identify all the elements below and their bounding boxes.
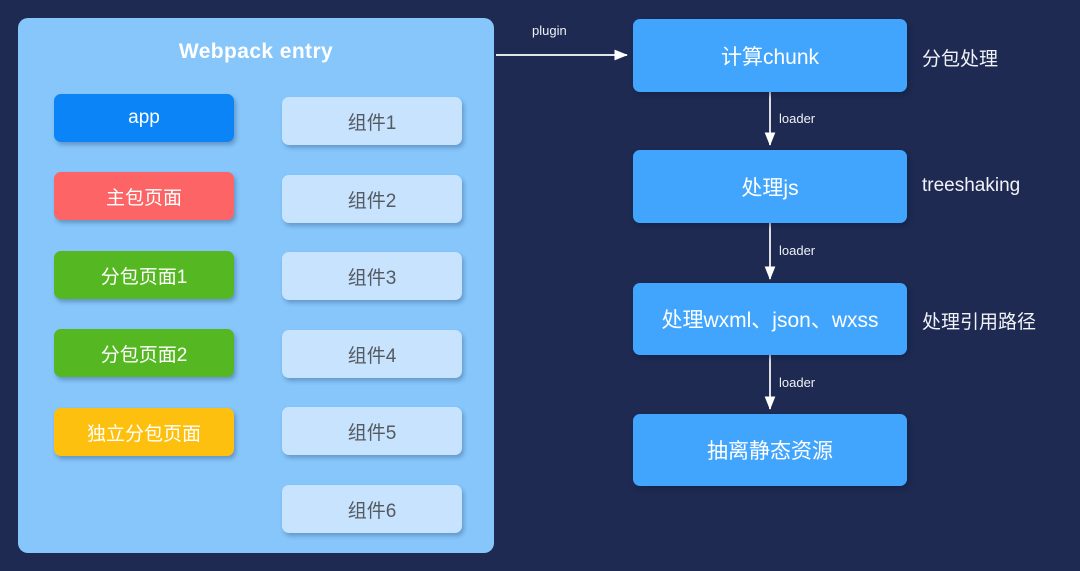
annotation-process-wxml-json-wxss: 处理引用路径 [922,312,1037,333]
pipeline-step-extract-static-assets[interactable]: 抽离静态资源 [633,414,907,486]
entry-node-independent-subpackage[interactable]: 独立分包页面 [54,408,234,456]
entry-component-2[interactable]: 组件2 [282,175,462,223]
entry-node-subpackage-2[interactable]: 分包页面2 [54,329,234,377]
entry-component-3[interactable]: 组件3 [282,252,462,300]
entry-node-subpackage-1[interactable]: 分包页面1 [54,251,234,299]
edge-label-plugin: plugin [532,23,567,38]
pipeline-step-process-js[interactable]: 处理js [633,150,907,223]
entry-component-6[interactable]: 组件6 [282,485,462,533]
pipeline-step-process-wxml-json-wxss[interactable]: 处理wxml、json、wxss [633,283,907,355]
annotation-compute-chunk: 分包处理 [922,49,999,70]
edge-label-loader-1: loader [779,111,816,126]
edge-label-loader-3: loader [779,375,816,390]
page-title: Webpack entry [178,40,334,63]
edge-label-loader-2: loader [779,243,816,258]
entry-component-4[interactable]: 组件4 [282,330,462,378]
annotation-process-js: treeshaking [922,175,1021,196]
pipeline-step-compute-chunk[interactable]: 计算chunk [633,19,907,92]
entry-node-app[interactable]: app [54,94,234,142]
entry-component-1[interactable]: 组件1 [282,97,462,145]
entry-node-main-package[interactable]: 主包页面 [54,172,234,220]
entry-component-5[interactable]: 组件5 [282,407,462,455]
